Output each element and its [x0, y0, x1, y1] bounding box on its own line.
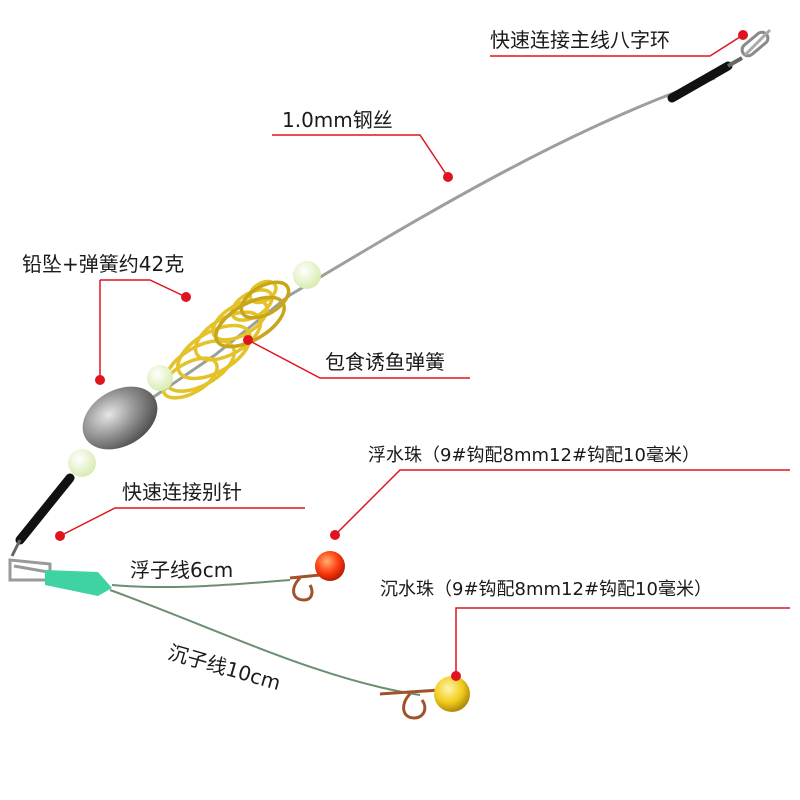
lead-sinker: [82, 386, 158, 450]
label-steel-wire: 1.0mm钢丝: [282, 108, 393, 132]
callout-lines: [59, 34, 790, 676]
lower-tube: [15, 473, 75, 545]
float-hook: [289, 573, 321, 602]
sink-line-10cm: [109, 589, 421, 696]
glow-bead-bottom: [68, 449, 96, 477]
label-sink-bead: 沉水珠（9#钩配8mm12#钩配10毫米）: [380, 579, 712, 600]
label-sinker-spring: 铅坠+弹簧约42克: [22, 252, 185, 276]
float-line-6cm: [111, 579, 291, 589]
bait-spring: [161, 279, 291, 400]
sink-hook: [379, 688, 441, 720]
glow-bead-middle: [147, 365, 173, 391]
sink-bead: [434, 676, 470, 712]
line-connector: [45, 570, 112, 596]
quick-connect-pin: [8, 558, 52, 582]
label-float-bead: 浮水珠（9#钩配8mm12#钩配10毫米）: [368, 445, 700, 466]
label-snap-swivel-main: 快速连接主线八字环: [490, 28, 670, 52]
glow-bead-top: [293, 261, 321, 289]
label-bait-spring: 包食诱鱼弹簧: [325, 350, 445, 374]
label-quick-pin: 快速连接别针: [122, 480, 242, 504]
callout-dots: [55, 30, 748, 681]
float-bead: [315, 551, 345, 581]
top-snap-swivel: [667, 28, 772, 103]
label-float-line: 浮子线6cm: [130, 558, 234, 582]
